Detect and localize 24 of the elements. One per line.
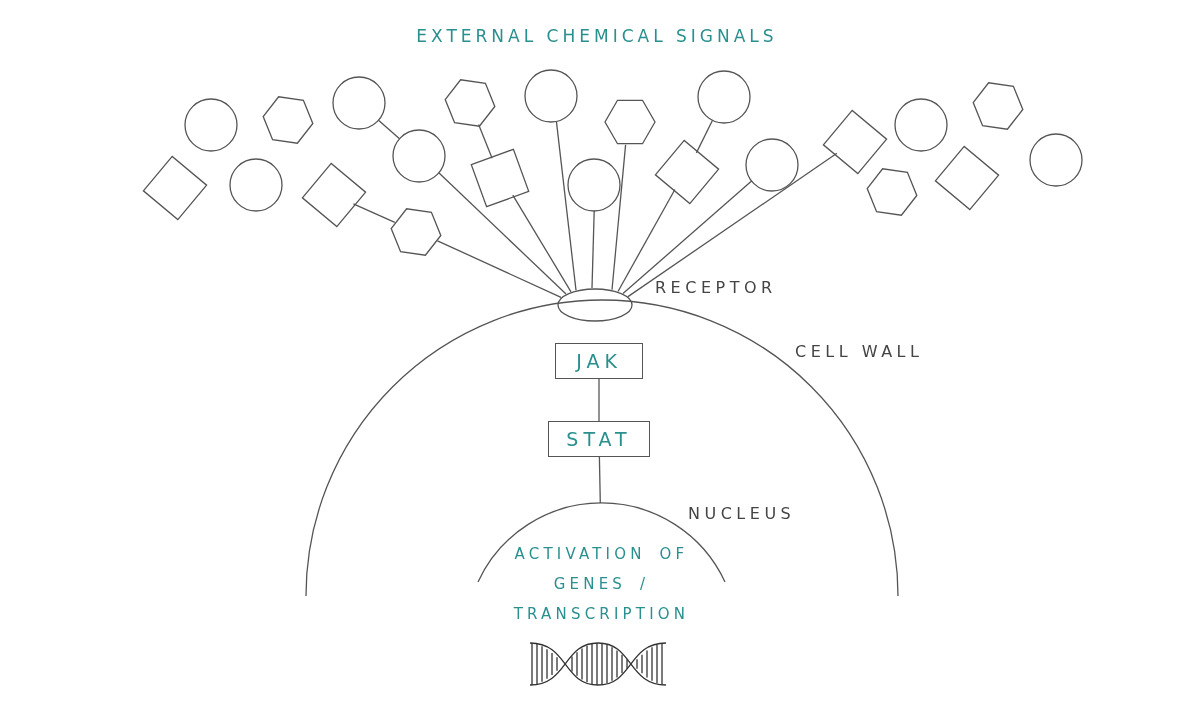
connector-line bbox=[627, 152, 838, 298]
connector-line bbox=[598, 456, 601, 504]
part-label: RECEPTOR bbox=[655, 278, 777, 297]
receptor-ellipse bbox=[557, 288, 633, 322]
protein-label: JAK bbox=[576, 349, 622, 374]
connector-line bbox=[512, 194, 572, 293]
connector-line bbox=[555, 120, 577, 291]
connector-line bbox=[611, 144, 627, 291]
protein-box bbox=[548, 421, 650, 457]
part-label: CELL WALL bbox=[795, 342, 924, 361]
connector-line bbox=[438, 172, 567, 295]
process-text: ACTIVATION OF GENES / TRANSCRIPTION bbox=[513, 544, 690, 625]
connector-line bbox=[377, 119, 401, 140]
connector-line bbox=[436, 240, 562, 299]
diagram-title: EXTERNAL CHEMICAL SIGNALS bbox=[415, 26, 779, 46]
part-label: NUCLEUS bbox=[688, 504, 796, 523]
connector-line bbox=[352, 203, 396, 224]
protein-box bbox=[555, 343, 643, 379]
connector-line bbox=[591, 210, 595, 289]
connector-line bbox=[695, 119, 714, 154]
connector-line bbox=[598, 378, 600, 422]
connector-line bbox=[622, 180, 753, 295]
protein-label: STAT bbox=[566, 427, 632, 452]
connector-line bbox=[617, 188, 676, 293]
